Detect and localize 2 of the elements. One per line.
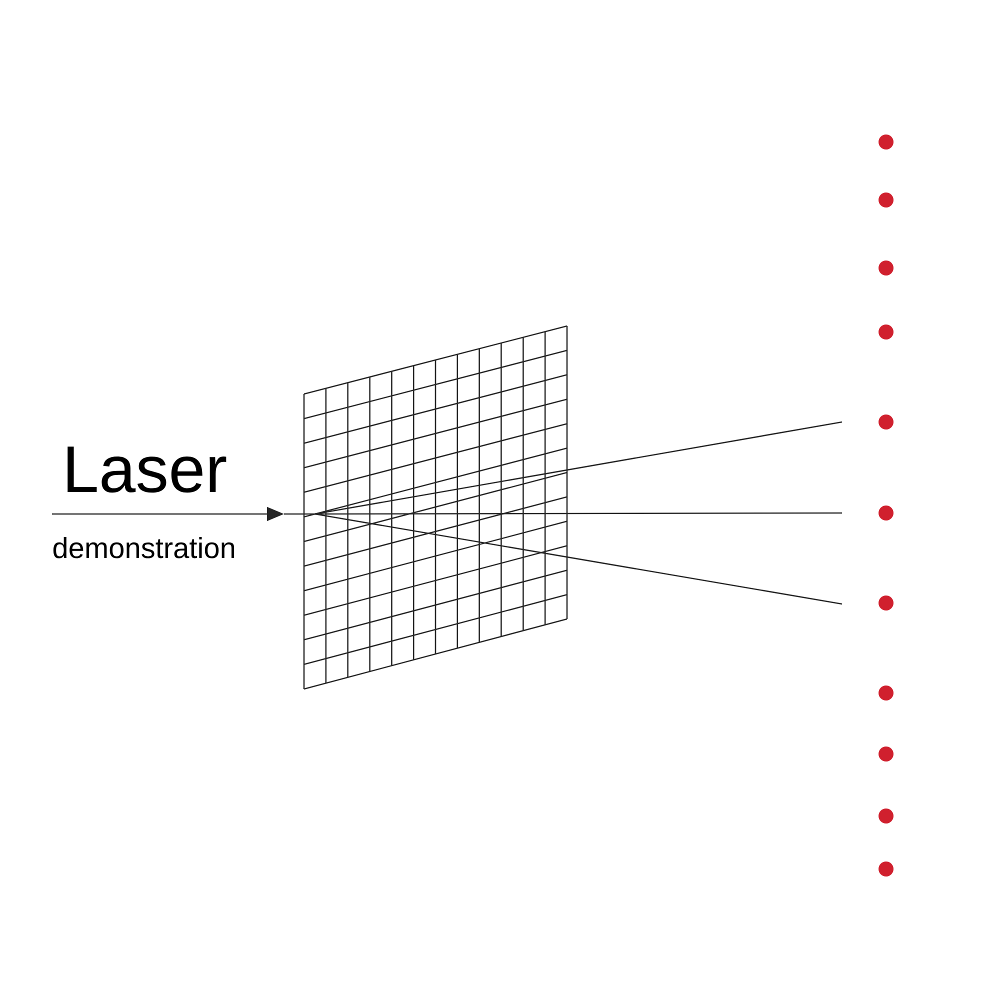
caption-label: demonstration bbox=[53, 537, 234, 558]
title-label: Laser bbox=[68, 446, 226, 493]
